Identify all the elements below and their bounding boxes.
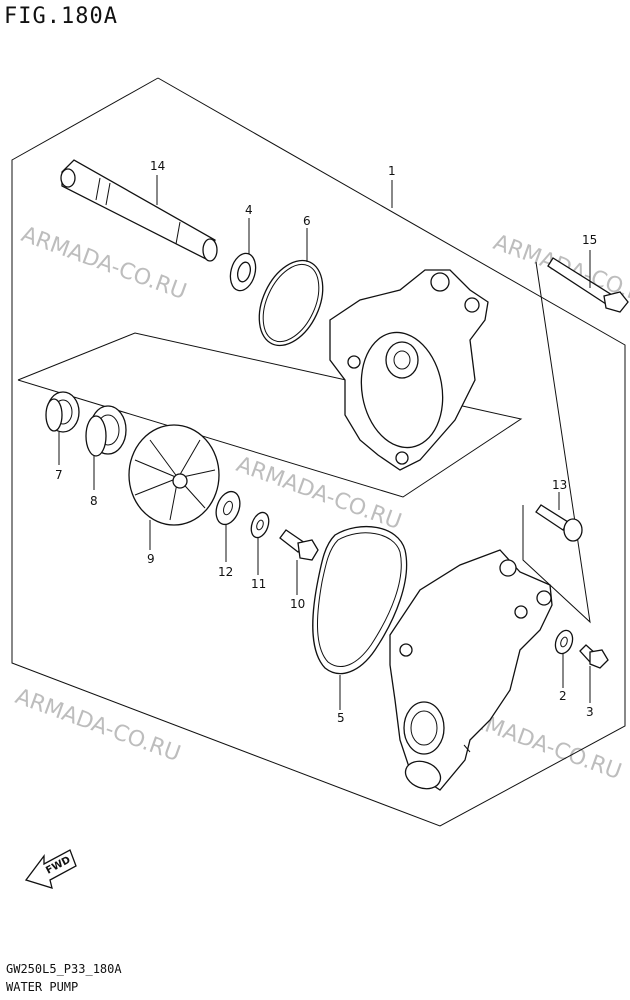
- callout-15: 15: [582, 233, 597, 247]
- callout-11: 11: [251, 577, 266, 591]
- pump-shaft: [60, 159, 218, 262]
- washer-11: [250, 511, 270, 539]
- callout-13: 13: [552, 478, 567, 492]
- callout-1: 1: [388, 164, 396, 178]
- callout-3: 3: [586, 705, 594, 719]
- oil-seal-7: [45, 391, 80, 433]
- mechanical-seal-8: [85, 405, 127, 457]
- inner-frame: [17, 332, 523, 498]
- bolt-10: [279, 529, 319, 561]
- callout-2: 2: [559, 689, 567, 703]
- washer-4: [229, 252, 257, 292]
- watermark-4: ARMADA-CO.RU: [12, 684, 184, 767]
- pump-cover: [329, 269, 489, 471]
- callout-12: 12: [218, 565, 233, 579]
- callout-10: 10: [290, 597, 305, 611]
- washer-12: [215, 490, 241, 526]
- callout-7: 7: [55, 468, 63, 482]
- figure-name: WATER PUMP: [6, 980, 79, 994]
- callout-6: 6: [303, 214, 311, 228]
- impeller-9: [128, 424, 220, 526]
- callout-8: 8: [90, 494, 98, 508]
- callout-14: 14: [150, 159, 165, 173]
- bolt-3: [579, 644, 609, 669]
- outer-frame: [11, 77, 626, 827]
- callout-9: 9: [147, 552, 155, 566]
- figure-code: GW250L5_P33_180A: [6, 962, 122, 976]
- bolt-guide-frame: [522, 261, 591, 624]
- washer-2: [554, 629, 574, 655]
- fwd-arrow: FWD: [24, 849, 77, 889]
- callout-5: 5: [337, 711, 345, 725]
- pump-housing: [389, 549, 553, 791]
- bolt-15: [547, 257, 629, 313]
- callout-4: 4: [245, 203, 253, 217]
- leader-lines: [58, 175, 591, 710]
- figure-title: FIG.180A: [4, 4, 118, 29]
- screw-13: [535, 504, 583, 542]
- o-ring-6: [258, 259, 324, 347]
- o-ring-5: [312, 525, 408, 675]
